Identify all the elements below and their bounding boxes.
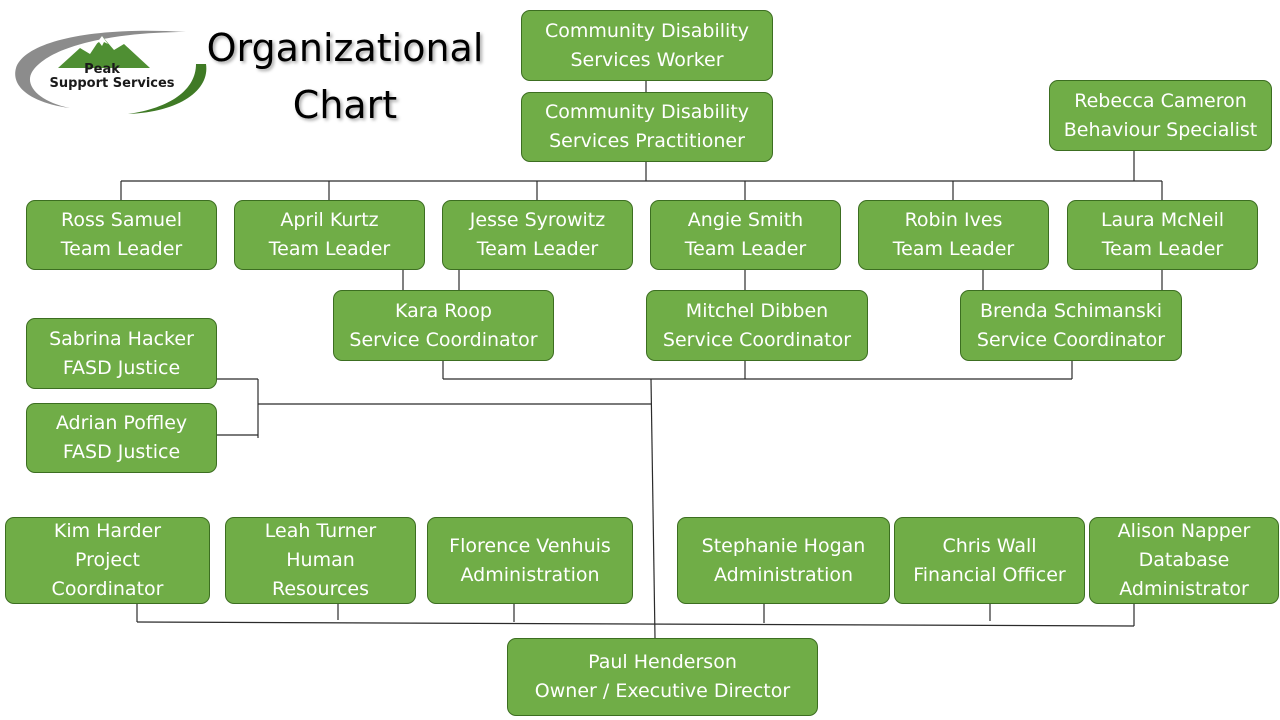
title-line: Chart (292, 83, 398, 127)
logo-line2: Support Services (49, 76, 175, 91)
box-rebecca-cameron: Rebecca Cameron Behaviour Specialist (1049, 80, 1272, 151)
box-line: Angie Smith (687, 209, 804, 231)
box-line: Mitchel Dibben (685, 299, 829, 322)
box-paul-henderson: Paul Henderson Owner / Executive Directo… (507, 638, 818, 716)
box-leah-turner: Leah Turner Human Resources (225, 517, 416, 604)
box-line: Resources (271, 578, 370, 600)
box-ross-samuel: Ross Samuel Team Leader (26, 200, 217, 270)
box-april-kurtz: April Kurtz Team Leader (234, 200, 425, 270)
box-line: Stephanie Hogan (701, 534, 866, 557)
peak-support-services-logo: Peak Support Services (10, 24, 210, 118)
box-line: Administrator (1119, 578, 1249, 600)
box-line: Community Disability (544, 19, 750, 42)
box-line: Services Practitioner (549, 130, 745, 152)
box-line: Jesse Syrowitz (469, 209, 606, 231)
box-kim-harder: Kim Harder Project Coordinator (5, 517, 210, 604)
box-line: Florence Venhuis (449, 534, 611, 557)
box-line: Paul Henderson (588, 651, 737, 673)
box-line: Administration (460, 563, 600, 586)
box-line: Sabrina Hacker (49, 327, 194, 350)
box-line: Team Leader (268, 238, 391, 260)
box-line: Project (74, 549, 140, 571)
logo-line1: Peak (84, 62, 120, 77)
box-line: FASD Justice (62, 356, 181, 379)
box-community-disability-services-practitioner: Community Disability Services Practition… (521, 92, 773, 162)
box-line: Human (286, 549, 355, 571)
box-line: April Kurtz (280, 209, 379, 231)
box-laura-mcneil: Laura McNeil Team Leader (1067, 200, 1258, 270)
box-line: Team Leader (892, 238, 1015, 260)
box-line: FASD Justice (62, 441, 181, 463)
box-jesse-syrowitz: Jesse Syrowitz Team Leader (442, 200, 633, 270)
connector-line (650, 378, 656, 639)
title-line: Organizational (206, 26, 484, 70)
box-line: Behaviour Specialist (1063, 118, 1258, 141)
box-stephanie-hogan: Stephanie Hogan Administration (677, 517, 890, 604)
box-line: Robin Ives (904, 209, 1003, 231)
box-community-disability-services-worker: Community Disability Services Worker (521, 10, 773, 81)
box-line: Service Coordinator (662, 328, 852, 351)
box-line: Services Worker (570, 48, 724, 71)
box-line: Chris Wall (942, 534, 1037, 557)
box-line: Administration (713, 563, 854, 586)
box-line: Team Leader (60, 238, 183, 260)
box-line: Rebecca Cameron (1074, 89, 1247, 112)
box-line: Laura McNeil (1100, 209, 1225, 231)
box-line: Team Leader (476, 238, 599, 260)
box-brenda-schimanski: Brenda Schimanski Service Coordinator (960, 290, 1182, 361)
box-mitchel-dibben: Mitchel Dibben Service Coordinator (646, 290, 868, 361)
box-chris-wall: Chris Wall Financial Officer (894, 517, 1085, 604)
box-line: Ross Samuel (60, 209, 183, 231)
box-line: Service Coordinator (349, 328, 538, 351)
mountain-logo-icon (15, 30, 207, 114)
box-adrian-poffley: Adrian Poffley FASD Justice (26, 403, 217, 473)
box-line: Financial Officer (913, 563, 1066, 586)
box-kara-roop: Kara Roop Service Coordinator (333, 290, 554, 361)
box-line: Team Leader (1101, 238, 1224, 260)
box-line: Service Coordinator (976, 328, 1166, 351)
page-title: Organizational Chart (195, 20, 495, 134)
box-line: Leah Turner (264, 520, 377, 542)
box-robin-ives: Robin Ives Team Leader (858, 200, 1049, 270)
box-angie-smith: Angie Smith Team Leader (650, 200, 841, 270)
connector-line (136, 621, 1135, 627)
box-line: Owner / Executive Director (534, 680, 791, 702)
box-line: Team Leader (684, 238, 807, 260)
box-line: Brenda Schimanski (979, 299, 1163, 322)
box-florence-venhuis: Florence Venhuis Administration (427, 517, 633, 604)
box-line: Kara Roop (395, 299, 492, 322)
box-line: Community Disability (544, 101, 750, 123)
box-alison-napper: Alison Napper Database Administrator (1089, 517, 1279, 604)
box-line: Database (1138, 549, 1230, 571)
box-line: Coordinator (51, 578, 164, 600)
box-line: Kim Harder (53, 520, 162, 542)
box-line: Adrian Poffley (55, 412, 188, 434)
box-sabrina-hacker: Sabrina Hacker FASD Justice (26, 318, 217, 389)
box-line: Alison Napper (1117, 520, 1251, 542)
